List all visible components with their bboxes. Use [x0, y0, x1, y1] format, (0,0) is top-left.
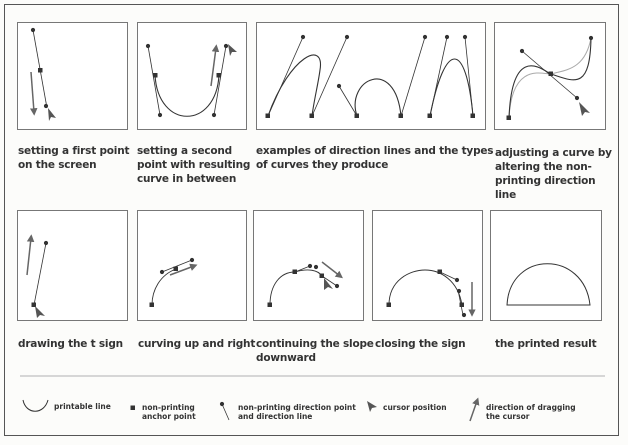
caption-printed-result: the printed result — [495, 338, 597, 350]
caption-direction-examples: examples of direction lines and the type… — [256, 145, 494, 171]
printed-result-drawing — [506, 263, 591, 306]
caption-adjusting-curve: adjusting a curve by altering the non- p… — [495, 147, 612, 201]
legend-drag-direction: direction of dragging the cursor — [486, 403, 576, 421]
first-point-drawing — [29, 27, 56, 121]
legend-cursor-position: cursor position — [383, 403, 447, 412]
anchor-point — [38, 68, 43, 73]
legend-anchor-point: non-printing anchor point — [142, 403, 196, 421]
direction-examples-drawing — [265, 34, 475, 118]
cursor-icon — [35, 306, 45, 318]
drag-arrow-icon — [321, 261, 343, 279]
legend-printable-line: printable line — [54, 402, 111, 411]
cursor-position-icon — [367, 401, 377, 412]
caption-curving-up: curving up and right — [138, 338, 256, 350]
legend-direction-point: non-printing direction point and directi… — [238, 403, 356, 421]
cursor-icon — [324, 278, 333, 290]
closing-sign-drawing — [386, 269, 476, 318]
panel-printed-result — [490, 210, 602, 321]
direction-point-icon — [219, 401, 230, 421]
cursor-icon — [228, 44, 237, 56]
drag-arrow-icon — [210, 44, 220, 87]
printable-line-icon — [22, 399, 49, 412]
caption-slope-downward: continuing the slope downward — [256, 338, 374, 364]
caption-closing-sign: closing the sign — [375, 338, 466, 350]
anchor-point-icon — [130, 405, 135, 410]
direction-point — [30, 27, 36, 33]
cursor-icon — [48, 108, 56, 121]
t-sign-drawing — [26, 234, 49, 318]
caption-second-point: setting a second point with resulting cu… — [137, 145, 251, 185]
drag-direction-icon — [469, 397, 480, 422]
adjusting-curve-drawing — [506, 35, 594, 120]
figure-frame — [4, 4, 619, 436]
curving-up-drawing — [149, 257, 198, 307]
drag-arrow-icon — [29, 71, 38, 116]
caption-t-sign: drawing the t sign — [18, 338, 123, 350]
slope-downward-drawing — [267, 261, 343, 307]
printable-curve — [154, 74, 220, 117]
direction-point — [43, 103, 49, 109]
panel-direction-examples — [256, 22, 486, 130]
second-point-drawing — [145, 43, 237, 118]
drag-arrow-icon — [26, 234, 35, 276]
drag-arrow-icon — [169, 263, 198, 276]
caption-first-point: setting a first point on the screen — [18, 145, 130, 171]
cursor-icon — [579, 102, 590, 116]
